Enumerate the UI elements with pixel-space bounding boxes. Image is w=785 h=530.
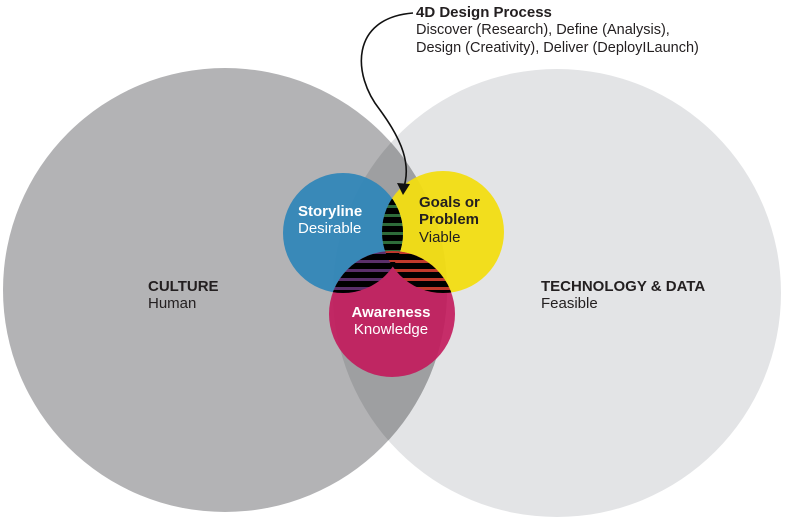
process-arrow-head <box>397 183 410 195</box>
culture-title: CULTURE <box>148 278 219 295</box>
process-annotation: 4D Design Process Discover (Research), D… <box>416 4 699 58</box>
awareness-label: Awareness Knowledge <box>341 304 441 339</box>
stripe <box>382 235 403 241</box>
process-arrow <box>360 12 414 191</box>
stripe <box>382 217 403 223</box>
stripe <box>382 263 455 269</box>
stripe <box>382 199 403 205</box>
technology-title: TECHNOLOGY & DATA <box>541 278 706 295</box>
storyline-subtitle: Desirable <box>298 220 362 238</box>
awareness-subtitle: Knowledge <box>353 321 429 339</box>
process-title: 4D Design Process <box>416 4 552 21</box>
culture-label: CULTURE Human <box>148 278 219 313</box>
process-line-2: Design (Creativity), Deliver (DeployILau… <box>416 39 699 56</box>
stripe <box>329 272 403 278</box>
stripe <box>382 254 455 260</box>
process-line-1: Discover (Research), Define (Analysis), <box>416 22 670 39</box>
stripe <box>382 208 403 214</box>
storyline-title: Storyline <box>298 203 363 220</box>
stripe <box>382 281 455 287</box>
technology-label: TECHNOLOGY & DATA Feasible <box>541 278 705 313</box>
goals-title-line-2: Problem <box>419 211 480 229</box>
culture-subtitle: Human <box>148 295 197 313</box>
goals-title-line-1: Goals or <box>419 194 480 211</box>
technology-subtitle: Feasible <box>541 295 598 313</box>
stripe <box>382 226 403 232</box>
stripe <box>329 281 403 287</box>
stripe <box>382 272 455 278</box>
stripe <box>329 263 403 269</box>
storyline-label: Storyline Desirable <box>298 203 362 238</box>
goals-label: Goals or Problem Viable <box>419 194 480 246</box>
stripe <box>382 244 403 250</box>
goals-subtitle: Viable <box>419 228 461 246</box>
awareness-title: Awareness <box>351 304 431 321</box>
stripe <box>329 254 403 260</box>
